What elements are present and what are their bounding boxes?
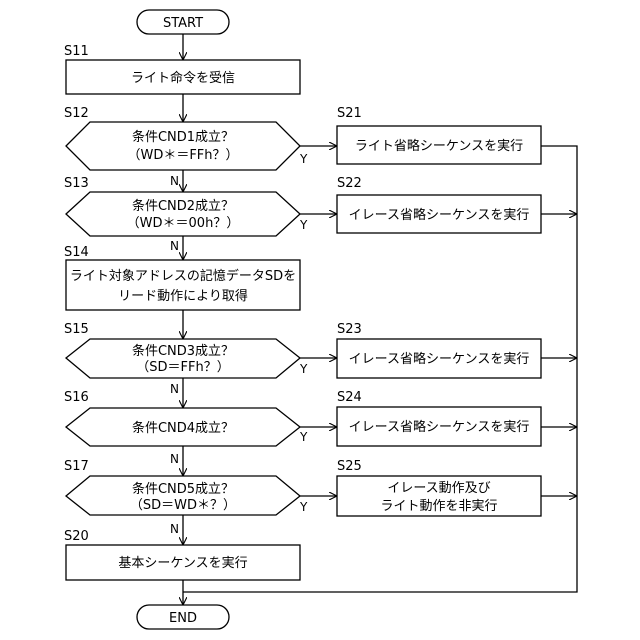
label-yes-s13: Y xyxy=(299,218,308,232)
decision-s12: 条件CND1成立？ （WD＊＝FFh？） xyxy=(66,122,300,170)
process-s22-line-1: イレース省略シーケンスを実行 xyxy=(349,207,530,223)
step-id-s22: S22 xyxy=(337,176,362,191)
process-s24-line-1: イレース省略シーケンスを実行 xyxy=(349,419,530,435)
process-s14-line-1: ライト対象アドレスの記憶データSDを xyxy=(70,268,296,284)
process-s14: ライト対象アドレスの記憶データSDを リード動作により取得 xyxy=(66,260,300,310)
process-s23-line-1: イレース省略シーケンスを実行 xyxy=(349,351,530,367)
end-terminal: END xyxy=(137,605,229,629)
step-id-s25: S25 xyxy=(337,459,362,474)
decision-s12-line-2: （WD＊＝FFh？） xyxy=(127,148,238,163)
label-yes-s12: Y xyxy=(299,152,308,166)
step-id-s24: S24 xyxy=(337,390,362,405)
process-s23: イレース省略シーケンスを実行 xyxy=(337,339,541,378)
step-id-s15: S15 xyxy=(64,322,89,337)
start-terminal: START xyxy=(137,10,229,34)
decision-s13-line-2: （WD＊＝00h？） xyxy=(127,216,240,231)
step-id-s16: S16 xyxy=(64,390,89,405)
decision-s17-line-1: 条件CND5成立？ xyxy=(132,481,234,497)
process-s20-line-1: 基本シーケンスを実行 xyxy=(118,555,247,571)
process-s25-line-2: ライト動作を非実行 xyxy=(380,498,497,514)
label-yes-s15: Y xyxy=(299,362,308,376)
decision-s13-line-1: 条件CND2成立？ xyxy=(132,198,234,214)
label-no-s13: N xyxy=(170,239,179,253)
decision-s15-line-2: （SD＝FFh？） xyxy=(136,360,229,375)
process-s11: ライト命令を受信 xyxy=(66,60,300,94)
label-no-s17: N xyxy=(170,522,179,536)
process-s20: 基本シーケンスを実行 xyxy=(66,545,300,580)
step-id-s20: S20 xyxy=(64,529,89,544)
process-s21-line-1: ライト省略シーケンスを実行 xyxy=(355,138,523,154)
decision-s17-line-2: （SD＝WD＊？） xyxy=(130,498,236,513)
step-id-s17: S17 xyxy=(64,459,89,474)
process-s25-line-1: イレース動作及び xyxy=(387,481,490,496)
step-id-s12: S12 xyxy=(64,106,89,121)
label-no-s15: N xyxy=(170,382,179,396)
label-yes-s16: Y xyxy=(299,430,308,444)
process-s25: イレース動作及び ライト動作を非実行 xyxy=(337,476,541,516)
decision-s12-line-1: 条件CND1成立？ xyxy=(132,129,234,145)
decision-s15-line-1: 条件CND3成立？ xyxy=(132,343,234,359)
label-no-s16: N xyxy=(170,452,179,466)
step-id-s14: S14 xyxy=(64,245,89,260)
decision-s16: 条件CND4成立？ xyxy=(66,408,300,446)
decision-s16-line-1: 条件CND4成立？ xyxy=(132,420,234,436)
process-s22: イレース省略シーケンスを実行 xyxy=(337,195,541,233)
start-label: START xyxy=(163,16,203,31)
decision-s17: 条件CND5成立？ （SD＝WD＊？） xyxy=(66,476,300,515)
step-id-s23: S23 xyxy=(337,322,362,337)
step-id-s21: S21 xyxy=(337,106,362,121)
process-s21: ライト省略シーケンスを実行 xyxy=(337,126,541,164)
decision-s13: 条件CND2成立？ （WD＊＝00h？） xyxy=(66,192,300,236)
label-no-s12: N xyxy=(170,174,179,188)
process-s11-line-1: ライト命令を受信 xyxy=(131,70,235,86)
process-s14-line-2: リード動作により取得 xyxy=(118,288,248,304)
label-yes-s17: Y xyxy=(299,500,308,514)
step-id-s11: S11 xyxy=(64,44,89,59)
end-label: END xyxy=(169,611,197,626)
process-s24: イレース省略シーケンスを実行 xyxy=(337,407,541,446)
decision-s15: 条件CND3成立？ （SD＝FFh？） xyxy=(66,339,300,378)
step-id-s13: S13 xyxy=(64,176,89,191)
